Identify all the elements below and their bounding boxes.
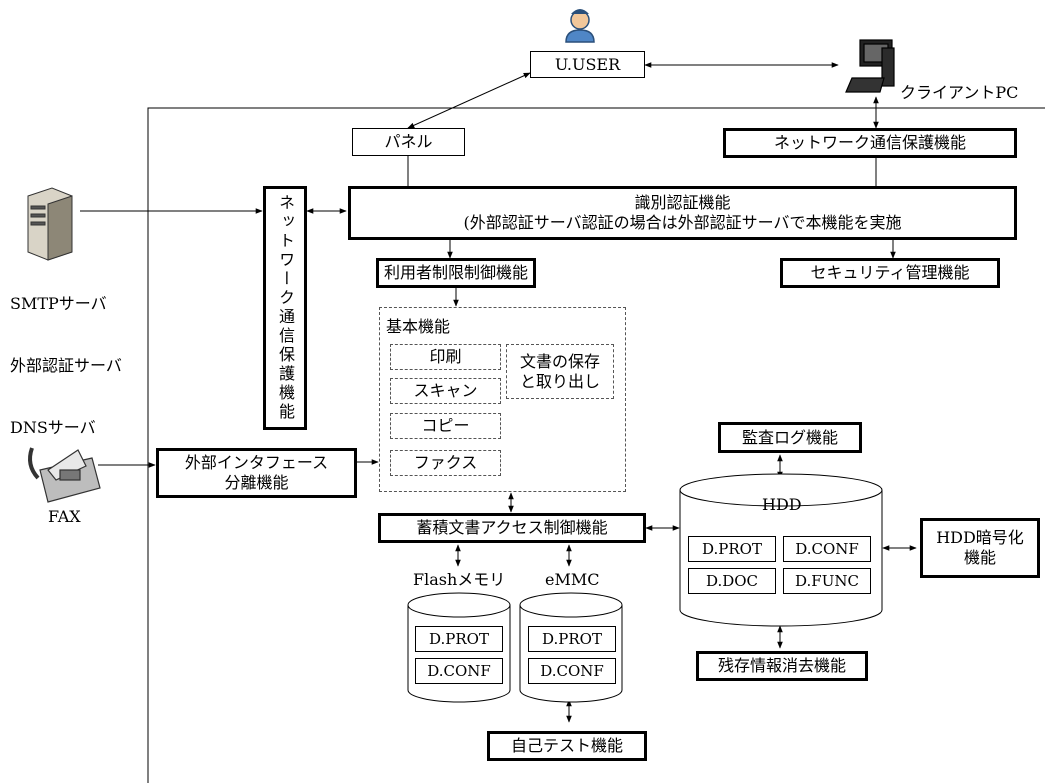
self-test-box: 自己テスト機能 (487, 731, 647, 761)
auth-box: 識別認証機能 (外部認証サーバ認証の場合は外部認証サーバで本機能を実施 (348, 186, 1017, 240)
hdd-ddoc: D.DOC (688, 568, 776, 594)
emmc-title: eMMC (545, 570, 600, 589)
flash-dconf: D.CONF (415, 658, 503, 684)
auth-line2: (外部認証サーバ認証の場合は外部認証サーバで本機能を実施 (463, 213, 902, 232)
auth-line1: 識別認証機能 (634, 193, 731, 212)
doc-store-box: 文書の保存 と取り出し (506, 344, 614, 399)
ext-interface-box: 外部インタフェース 分離機能 (156, 448, 357, 498)
user-restriction-box: 利用者制限制御機能 (376, 258, 536, 288)
copy-box: コピー (390, 413, 501, 439)
hdd-dprot: D.PROT (688, 536, 776, 562)
fax-label: FAX (48, 507, 81, 526)
network-protect-left-box: ネットワーク通信保護機能 (263, 186, 307, 430)
emmc-dprot: D.PROT (528, 626, 616, 652)
server-smtp: SMTPサーバ (10, 293, 107, 313)
doc-access-box: 蓄積文書アクセス制御機能 (378, 513, 646, 543)
emmc-dconf: D.CONF (528, 658, 616, 684)
audit-log-box: 監査ログ機能 (718, 422, 862, 453)
server-icon (27, 187, 73, 261)
basic-functions-title: 基本機能 (386, 317, 451, 336)
network-protect-top-box: ネットワーク通信保護機能 (723, 128, 1017, 158)
computer-icon (845, 39, 895, 93)
hdd-dfunc: D.FUNC (783, 568, 871, 594)
residual-erase-box: 残存情報消去機能 (696, 651, 868, 681)
scan-box: スキャン (390, 378, 501, 404)
hdd-title: HDD (762, 495, 802, 514)
servers-label: SMTPサーバ 外部認証サーバ DNSサーバ (10, 252, 122, 460)
user-icon (565, 9, 595, 43)
flash-title: Flashメモリ (413, 570, 506, 589)
server-dns: DNSサーバ (10, 418, 96, 438)
user-box: U.USER (530, 51, 645, 78)
print-box: 印刷 (390, 344, 501, 370)
server-auth: 外部認証サーバ (10, 355, 122, 375)
flash-dprot: D.PROT (415, 626, 503, 652)
hdd-dconf: D.CONF (783, 536, 871, 562)
panel-box: パネル (352, 128, 465, 156)
fax-function-box: ファクス (390, 450, 501, 476)
hdd-encrypt-box: HDD暗号化 機能 (920, 518, 1040, 578)
fax-icon (28, 447, 101, 503)
client-pc-label: クライアントPC (900, 83, 1019, 102)
security-mgmt-box: セキュリティ管理機能 (780, 258, 1000, 288)
